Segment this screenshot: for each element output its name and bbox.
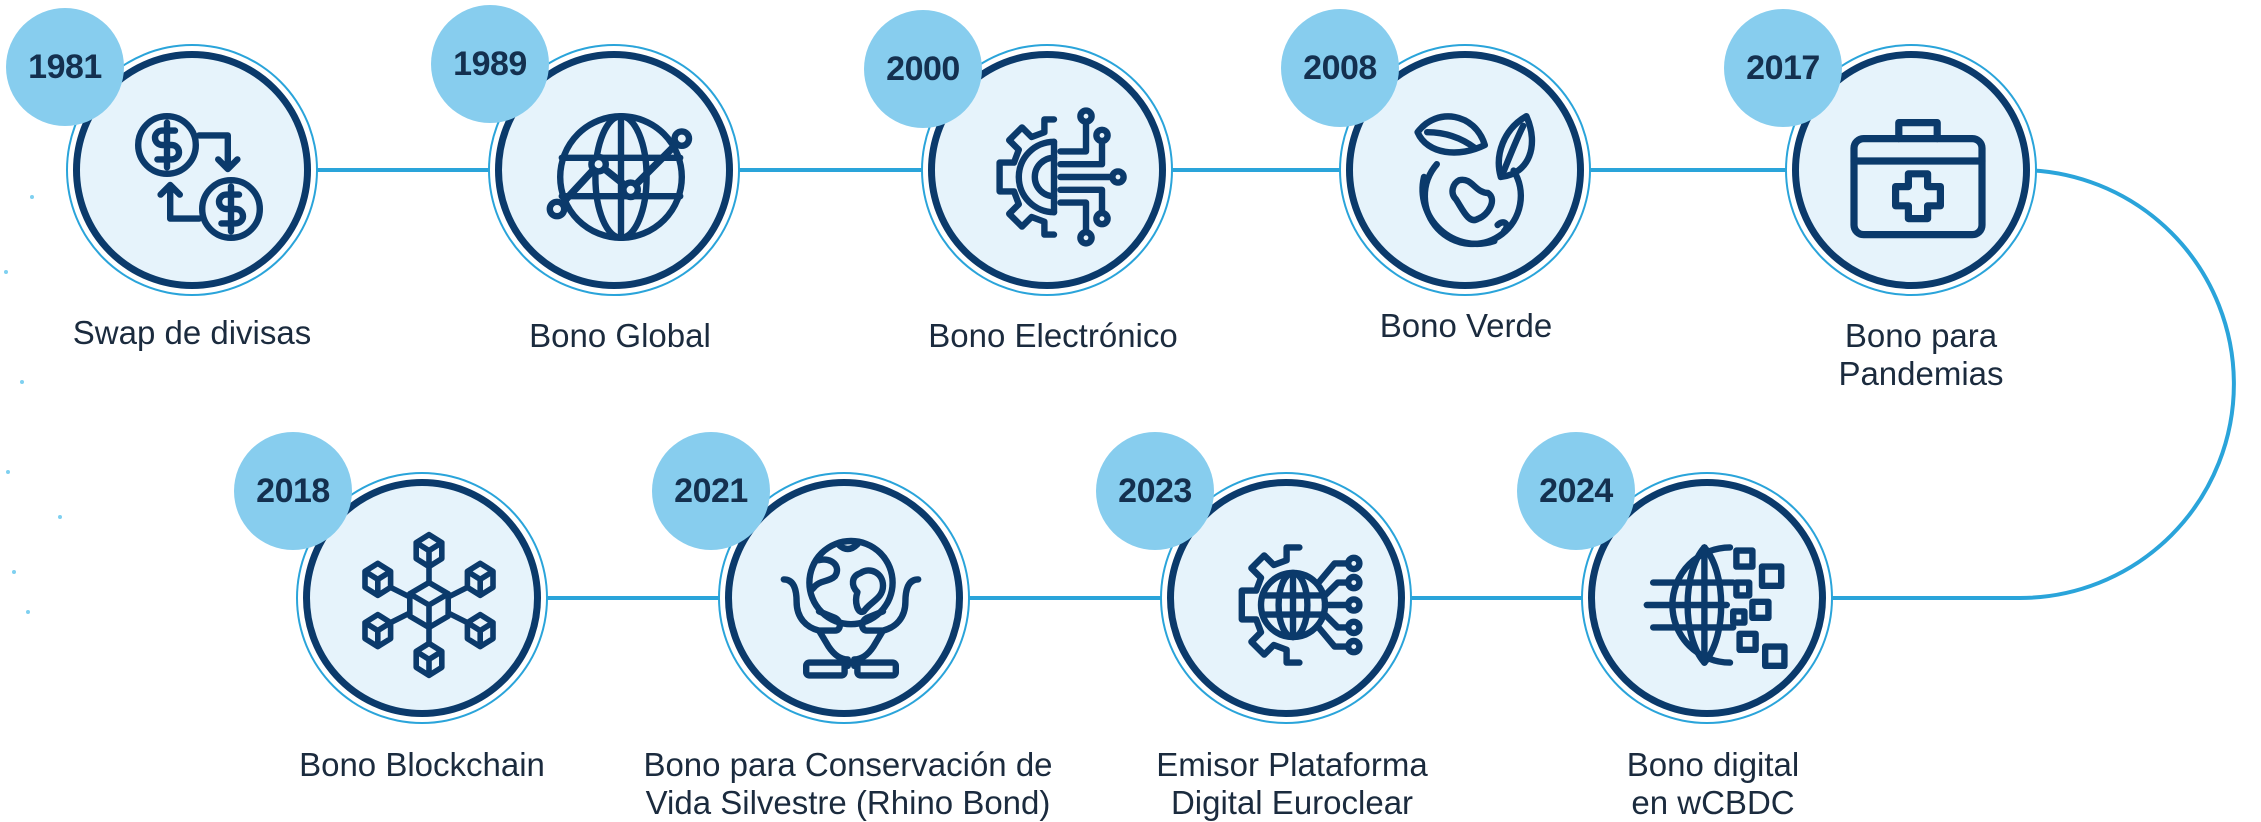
label-line: Emisor Plataforma [1156,746,1428,783]
digital-globe-icon [1643,544,1788,669]
milestone-node [725,479,963,717]
label-line: Vida Silvestre (Rhino Bond) [645,784,1051,821]
milestone-label: Emisor Plataforma Digital Euroclear [1072,746,1512,822]
decorative-dot [26,610,30,614]
year-badge: 2000 [864,10,982,128]
year-badge: 2018 [234,432,352,550]
milestone-node [303,479,541,717]
label-line: Bono para Conservación de [643,746,1053,783]
label-line: Bono Verde [1379,307,1553,344]
label-line: Pandemias [1838,355,2004,392]
decorative-dot [20,380,24,384]
year-badge: 1981 [6,8,124,126]
label-line: Bono Blockchain [299,746,545,783]
label-line: Bono Global [529,317,711,354]
label-line: Bono digital [1626,746,1800,783]
label-line: en wCBDC [1631,784,1795,821]
milestone-label: Swap de divisas [0,314,412,352]
eco-globe-icon [1414,113,1536,248]
globe-growth-icon [546,113,693,241]
medical-kit-icon [1850,119,1986,239]
blockchain-icon [362,531,496,679]
milestone-label: Bono Verde [1246,307,1686,345]
year-badge: 2008 [1281,9,1399,127]
year-badge: 2023 [1096,432,1214,550]
gear-globe-network-icon [1238,544,1363,666]
milestone-label: Bono Electrónico [833,317,1273,355]
year-badge: 1989 [431,5,549,123]
decorative-dot [4,270,8,274]
decorative-dot [58,515,62,519]
digital-gear-icon [996,107,1127,247]
hands-globe-icon [780,537,922,679]
year-badge: 2024 [1517,432,1635,550]
year-badge: 2021 [652,432,770,550]
currency-swap-icon [135,113,263,241]
milestone-label: Bono para Conservación de Vida Silvestre… [628,746,1068,822]
label-line: Swap de divisas [72,314,312,351]
decorative-dot [30,195,34,199]
milestone-label: Bono Blockchain [202,746,642,784]
decorative-dot [12,570,16,574]
label-line: Bono para [1844,317,1998,354]
milestone-label: Bono Global [400,317,840,355]
label-line: Digital Euroclear [1170,784,1414,821]
milestone-node [1167,479,1405,717]
year-badge: 2017 [1724,9,1842,127]
milestone-label: Bono digital en wCBDC [1493,746,1933,822]
milestone-label: Bono para Pandemias [1701,317,2141,393]
label-line: Bono Electrónico [928,317,1178,354]
decorative-dot [6,470,10,474]
